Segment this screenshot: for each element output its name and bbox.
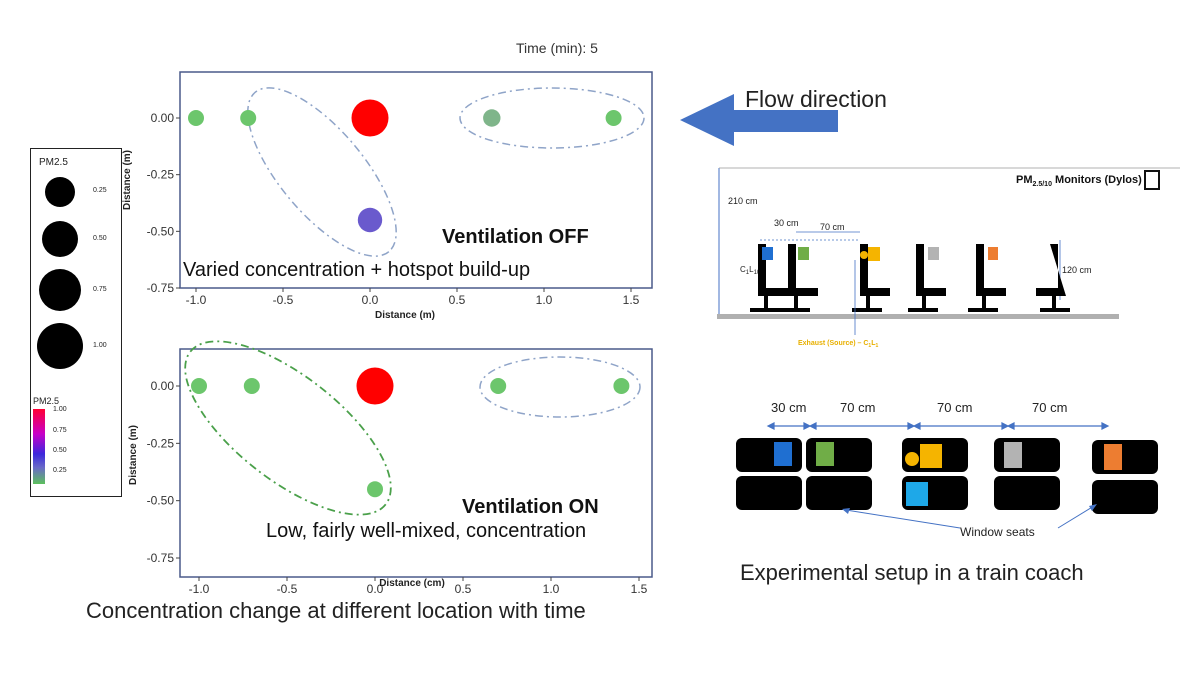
y-tick-label: 0.00 <box>151 379 175 393</box>
size-legend-dot-4 <box>37 323 83 369</box>
color-legend-title: PM2.5 <box>33 396 60 406</box>
y-tick-label: -0.50 <box>147 224 175 238</box>
size-legend-label-1: 0.25 <box>93 187 107 194</box>
x-tick-label: 1.5 <box>623 293 640 307</box>
top-spacing-2: 70 cm <box>840 400 875 415</box>
pm25-data-point <box>483 109 501 127</box>
y-axis-label: Distance (m) <box>122 150 133 210</box>
color-legend-tick-1: 1.00 <box>53 406 67 413</box>
color-legend-tick-3: 0.50 <box>53 447 67 454</box>
x-axis-label: Distance (m) <box>375 310 435 321</box>
top-spacing-4: 70 cm <box>1032 400 1067 415</box>
panel-title-on: Ventilation ON <box>462 496 599 518</box>
top-spacing-3: 70 cm <box>937 400 972 415</box>
pm25-data-point <box>356 367 394 405</box>
size-legend-title: PM2.5 <box>39 157 68 168</box>
size-legend-label-4: 1.00 <box>93 342 107 349</box>
x-tick-label: 1.0 <box>543 582 560 596</box>
y-tick-label: -0.25 <box>147 168 175 182</box>
color-legend-tick-2: 0.75 <box>53 427 67 434</box>
x-tick-label: 0.0 <box>362 293 379 307</box>
flow-direction-label: Flow direction <box>745 86 887 112</box>
top-spacing-1: 30 cm <box>771 400 806 415</box>
caption-concentration: Concentration change at different locati… <box>86 598 586 623</box>
x-tick-label: -0.5 <box>277 582 298 596</box>
size-legend-dot-1 <box>45 177 75 207</box>
size-legend-label-3: 0.75 <box>93 286 107 293</box>
exhaust-source-label: Exhaust (Source) – C1L1 <box>798 340 878 349</box>
cluster-ellipse-left <box>247 87 397 257</box>
plot-frame <box>179 348 653 578</box>
cluster-ellipse-right <box>479 356 641 418</box>
pm25-data-point <box>613 378 630 394</box>
coach-top-view-diagram: 30 cm 70 cm 70 cm 70 cm Window seats <box>736 400 1158 539</box>
y-axis-label: Distance (m) <box>128 425 139 485</box>
flow-arrow-icon <box>680 94 838 146</box>
time-label: Time (min): 5 <box>516 40 598 56</box>
height-seat-label: 120 cm <box>1062 265 1092 275</box>
x-axis-label: Distance (cm) <box>379 578 445 589</box>
pm25-data-point <box>188 110 204 126</box>
height-total-label: 210 cm <box>728 196 758 206</box>
x-tick-label: 0.0 <box>367 582 384 596</box>
pm25-data-point <box>367 481 383 498</box>
cluster-ellipse-left <box>184 340 392 516</box>
color-legend-tick-4: 0.25 <box>53 467 67 474</box>
x-tick-label: 1.5 <box>631 582 648 596</box>
seat-row <box>750 244 1070 312</box>
x-tick-label: -0.5 <box>273 293 294 307</box>
y-tick-label: -0.75 <box>147 551 175 565</box>
y-tick-label: -0.50 <box>147 494 175 508</box>
panel-subtitle-off: Varied concentration + hotspot build-up <box>183 259 531 281</box>
panel-subtitle-on: Low, fairly well-mixed, concentration <box>266 520 587 542</box>
plot-frame <box>179 71 653 289</box>
size-legend-dot-3 <box>39 269 81 311</box>
pm25-data-point <box>243 378 260 394</box>
y-tick-label: -0.75 <box>147 281 175 295</box>
x-tick-label: -1.0 <box>189 582 210 596</box>
x-tick-label: -1.0 <box>186 293 207 307</box>
pm25-legend: PM2.5 0.25 0.50 0.75 1.00 PM2.5 1.00 0.7… <box>30 148 122 497</box>
y-tick-label: -0.25 <box>147 436 175 450</box>
cluster-ellipse-right <box>459 87 645 149</box>
coach-side-view-diagram: 210 cm 30 cm 70 cm 120 cm C1L100 Exhaust… <box>717 167 1180 349</box>
size-legend-dot-2 <box>42 221 78 257</box>
x-tick-label: 0.5 <box>449 293 466 307</box>
window-seats-label: Window seats <box>960 525 1035 539</box>
size-legend-label-2: 0.50 <box>93 235 107 242</box>
spacing-70-label: 70 cm <box>820 222 845 232</box>
panel-title-off: Ventilation OFF <box>442 226 589 248</box>
color-gradient-bar <box>33 409 45 484</box>
pm25-data-point <box>490 378 507 394</box>
caption-experimental-setup: Experimental setup in a train coach <box>740 560 1084 585</box>
spacing-30-label: 30 cm <box>774 218 799 228</box>
monitor-box-icon <box>1143 170 1160 190</box>
pm25-data-point <box>240 110 257 126</box>
pm25-data-point <box>351 99 389 137</box>
y-tick-label: 0.00 <box>151 111 175 125</box>
pm25-data-point <box>605 110 622 126</box>
x-tick-label: 1.0 <box>536 293 553 307</box>
x-tick-label: 0.5 <box>455 582 472 596</box>
pm25-data-point <box>191 378 207 394</box>
dylos-monitor-label: PM2.5/10 Monitors (Dylos) <box>1016 170 1160 190</box>
pm25-data-point <box>357 207 383 233</box>
